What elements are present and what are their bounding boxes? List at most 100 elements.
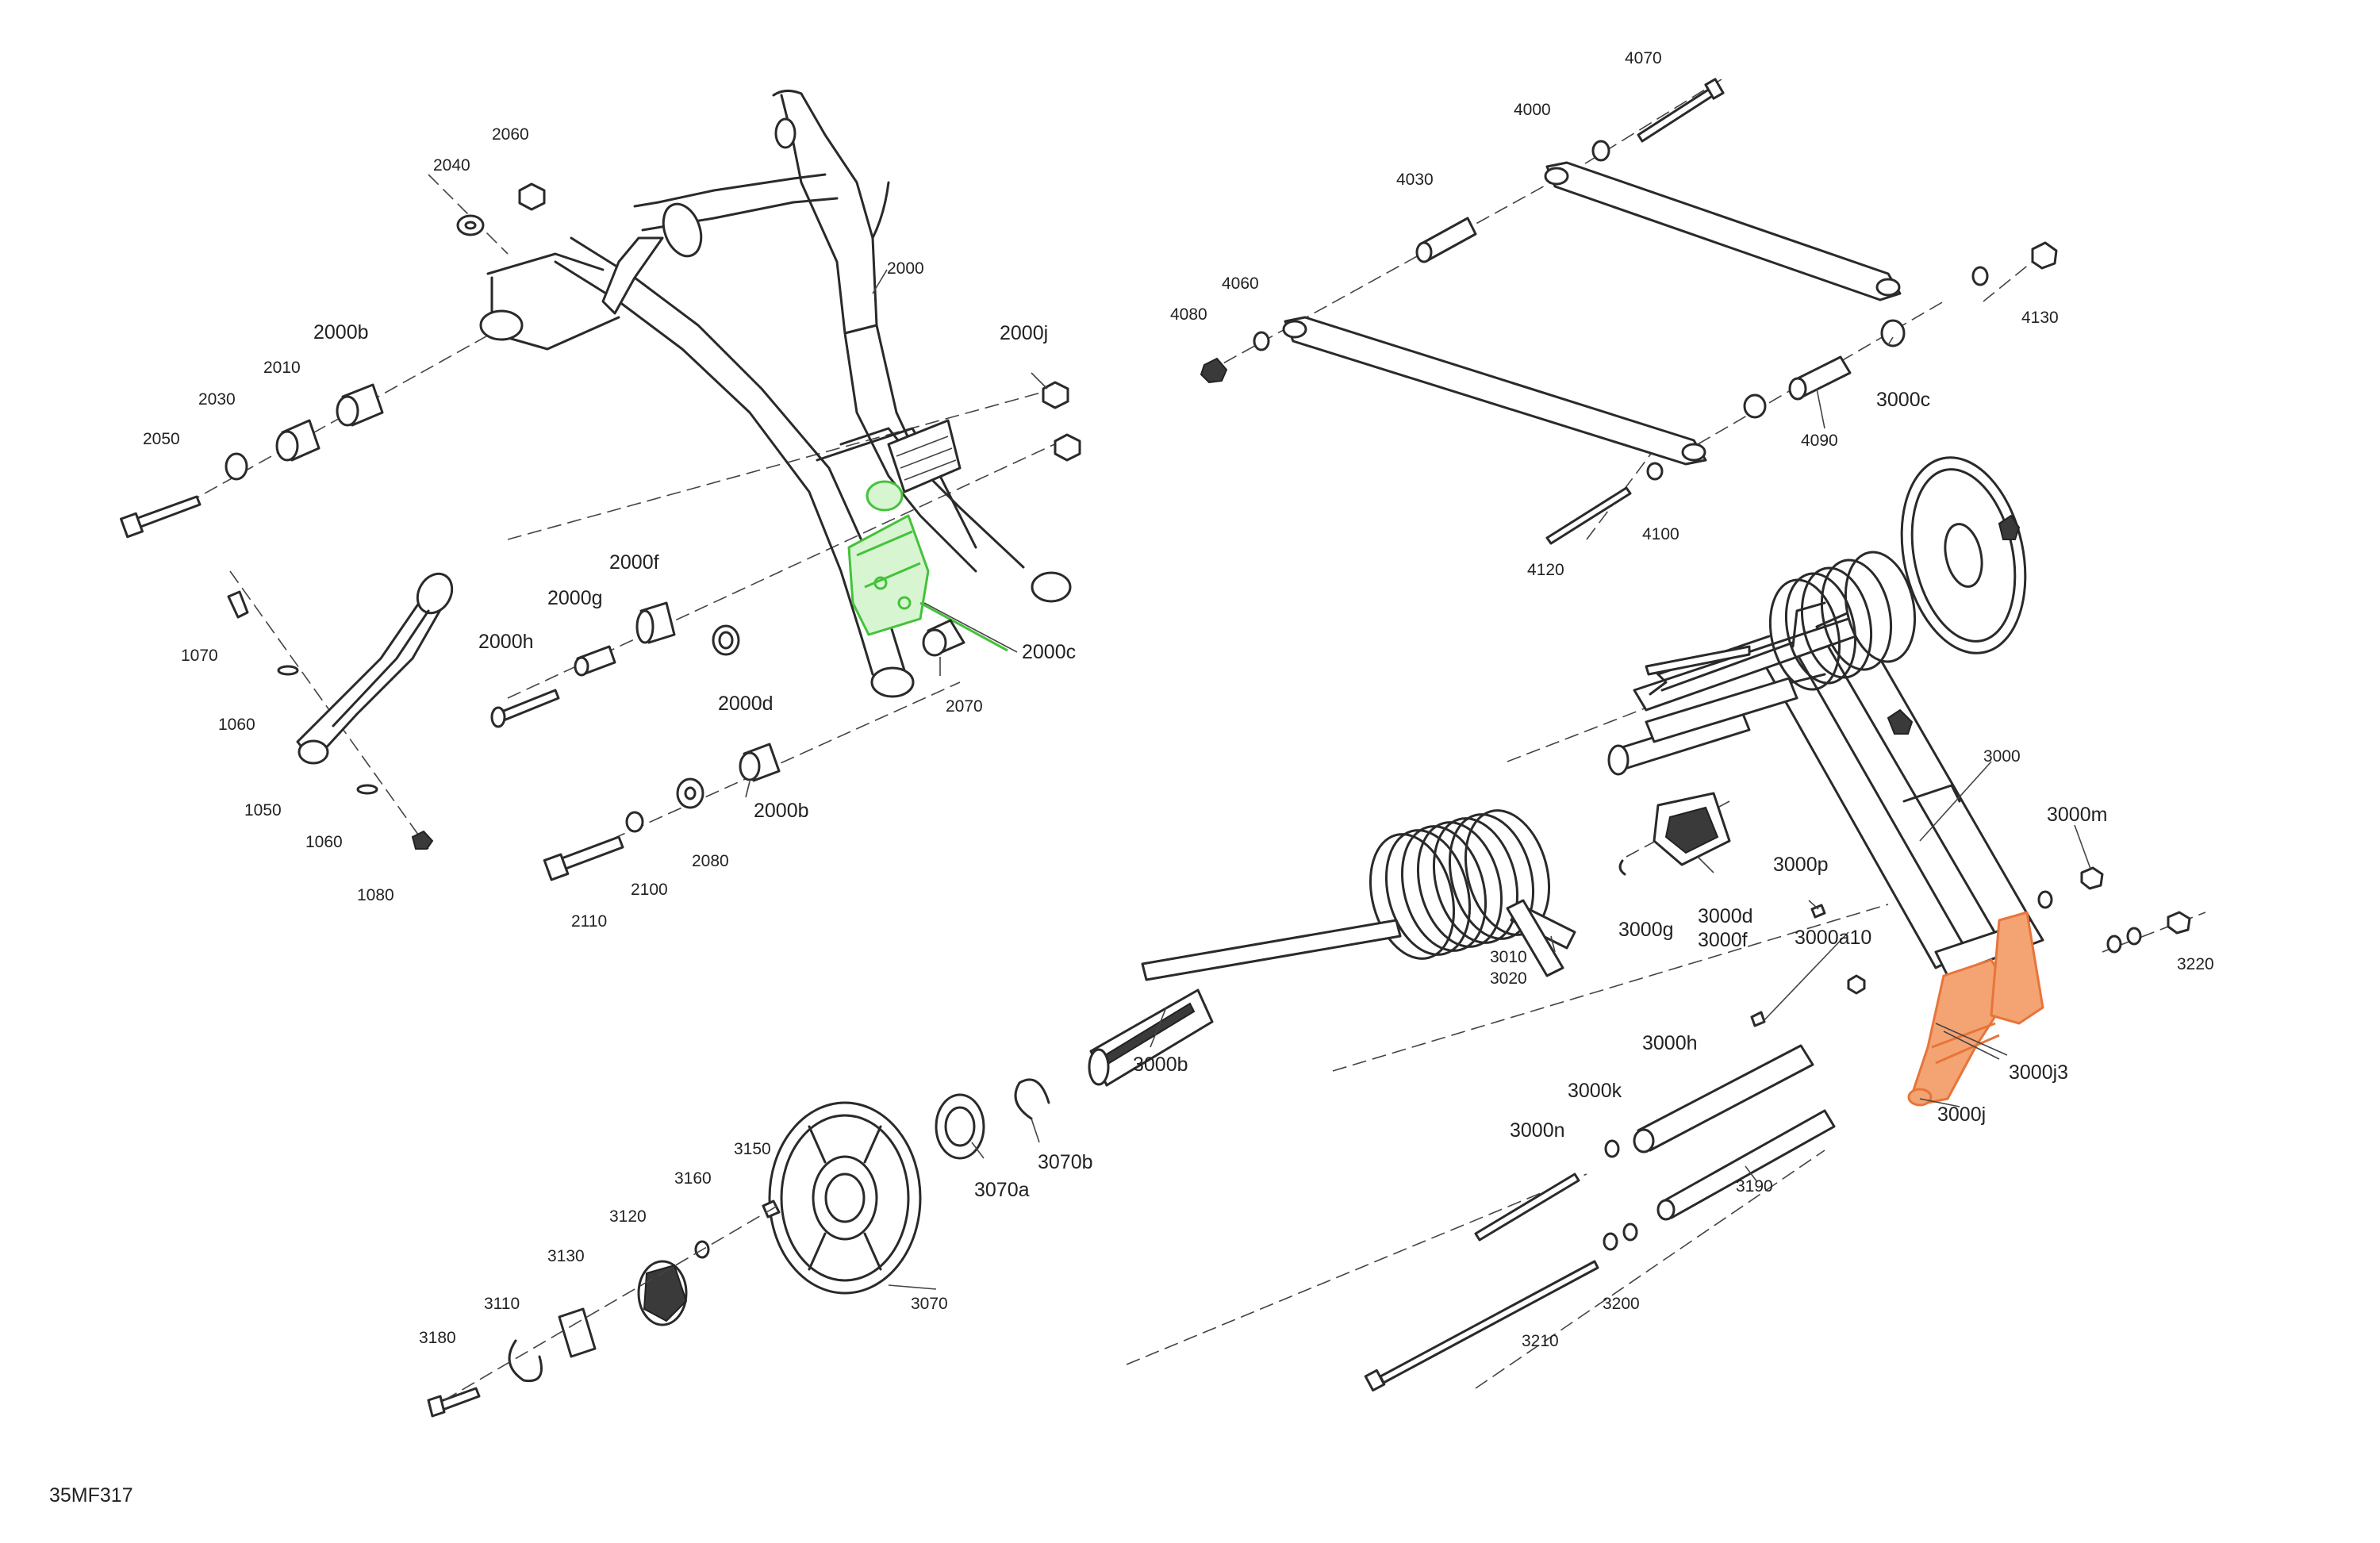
hub-3120[interactable] [637,1260,688,1326]
bushing-2000b-top[interactable] [336,383,384,427]
bolt-1070[interactable] [227,590,249,619]
washer-1060-top[interactable] [277,665,299,676]
front-arm-2000[interactable] [479,90,1072,698]
washer-3200-a[interactable] [1603,1232,1618,1251]
ring-3070b[interactable] [1014,1078,1050,1120]
bolt-4070[interactable] [1637,87,1715,143]
label-3150: 3150 [734,1140,771,1158]
nut-2000j-lower[interactable] [1054,433,1081,462]
clip-3000g[interactable] [1618,859,1626,876]
label-3010: 3010 [1490,948,1527,966]
plate-3130[interactable] [558,1307,597,1358]
label-3000f: 3000f [1698,929,1748,951]
nut-3000m[interactable] [2080,866,2104,890]
link-rod-lower[interactable] [1282,316,1707,466]
label-2000d: 2000d [718,693,774,715]
label-2000h: 2000h [478,631,534,653]
spacer-4030[interactable] [1415,217,1477,263]
washer-1060-bottom[interactable] [356,784,378,795]
washer-4100[interactable] [1646,462,1664,481]
label-4000: 4000 [1514,101,1551,119]
nut-3220[interactable] [2167,911,2191,935]
spacer-2000g[interactable] [574,645,616,677]
shaft-tube[interactable] [1607,677,1798,776]
label-4070: 4070 [1625,49,1662,67]
bushing-2010[interactable] [275,419,321,462]
part-labels: 2060 2040 2000 2000b 2010 2030 2050 2000… [49,49,2214,1507]
shaft-3190[interactable] [1656,1109,1836,1221]
label-3000j3: 3000j3 [2009,1061,2068,1084]
washer-4000[interactable] [1591,140,1610,162]
washer-3220-a[interactable] [2106,935,2122,954]
bushing-2000b-bottom[interactable] [739,743,781,782]
label-2000j: 2000j [1000,322,1048,344]
nut-1080[interactable] [411,830,434,850]
washer-4090[interactable] [1743,393,1767,419]
bushing-3000c[interactable] [1880,319,1906,347]
bracket-2000c-highlight[interactable] [847,480,1008,652]
label-3070a: 3070a [974,1179,1030,1201]
bolt-2000h[interactable] [490,689,560,728]
shaft-3000h[interactable] [1633,1044,1814,1153]
lever-1050[interactable] [296,567,459,765]
nut-3000a10[interactable] [1847,974,1866,995]
washer-4130-a[interactable] [1971,266,1989,286]
link-rod-4000[interactable] [1544,161,1902,301]
label-3070b: 3070b [1038,1151,1093,1173]
bushing-2000f[interactable] [635,601,676,644]
label-4090: 4090 [1801,432,1838,450]
label-2000b-bottom: 2000b [754,800,809,822]
label-3000h: 3000h [1642,1032,1698,1054]
nut-2000j[interactable] [1042,381,1069,409]
nut-4080[interactable] [1200,357,1228,384]
bolt-3000n[interactable] [1474,1173,1580,1242]
sleeve-3000b[interactable] [1088,988,1214,1087]
label-3210: 3210 [1522,1332,1559,1350]
ring-3110[interactable] [508,1339,543,1383]
label-1080: 1080 [357,886,394,904]
torsion-spring-3010[interactable] [1141,801,1576,981]
label-4030: 4030 [1396,171,1434,189]
label-3000c: 3000c [1876,389,1930,411]
spacer-4090[interactable] [1788,355,1852,401]
rod-upper[interactable] [1645,645,1751,676]
label-1060-top: 1060 [218,716,255,734]
plate-3000j-highlight[interactable] [1907,911,2044,1107]
bolt-2110[interactable] [543,835,624,881]
label-3000m: 3000m [2047,804,2107,826]
nut-2060[interactable] [518,182,546,211]
upper-wheel-assembly[interactable] [1760,446,2042,735]
label-4060: 4060 [1222,274,1259,293]
bolt-2050[interactable] [119,495,202,539]
washer-3000k[interactable] [1604,1139,1620,1158]
wheel-3070[interactable] [768,1101,922,1295]
bolt-4120[interactable] [1545,486,1632,545]
washer-3000m[interactable] [2037,890,2053,909]
label-3000j: 3000j [1937,1104,1986,1126]
label-1070: 1070 [181,647,218,665]
block-3000d[interactable] [1653,792,1731,866]
washer-3220-b[interactable] [2126,927,2142,946]
label-2110: 2110 [571,912,607,931]
label-3160: 3160 [674,1169,712,1188]
label-2080: 2080 [692,852,729,870]
fitting-3000p-b[interactable] [1750,1011,1766,1027]
washer-2030[interactable] [225,452,248,481]
leader-lines [745,269,2091,1290]
label-2040: 2040 [433,156,470,175]
washer-2100[interactable] [625,811,644,833]
label-2000: 2000 [887,259,924,278]
bolt-3210[interactable] [1379,1260,1599,1384]
label-2050: 2050 [143,430,180,448]
fitting-3000p[interactable] [1810,904,1826,919]
label-1050: 1050 [244,801,282,819]
label-3000n: 3000n [1510,1119,1565,1142]
label-3000: 3000 [1983,747,2021,766]
label-3070: 3070 [911,1295,948,1313]
washer-3200-b[interactable] [1622,1223,1638,1242]
washer-4060[interactable] [1253,331,1270,351]
label-2000f: 2000f [609,551,659,574]
nut-4130[interactable] [2031,241,2058,270]
label-3000k: 3000k [1568,1080,1622,1102]
nut-2070[interactable] [922,619,965,657]
